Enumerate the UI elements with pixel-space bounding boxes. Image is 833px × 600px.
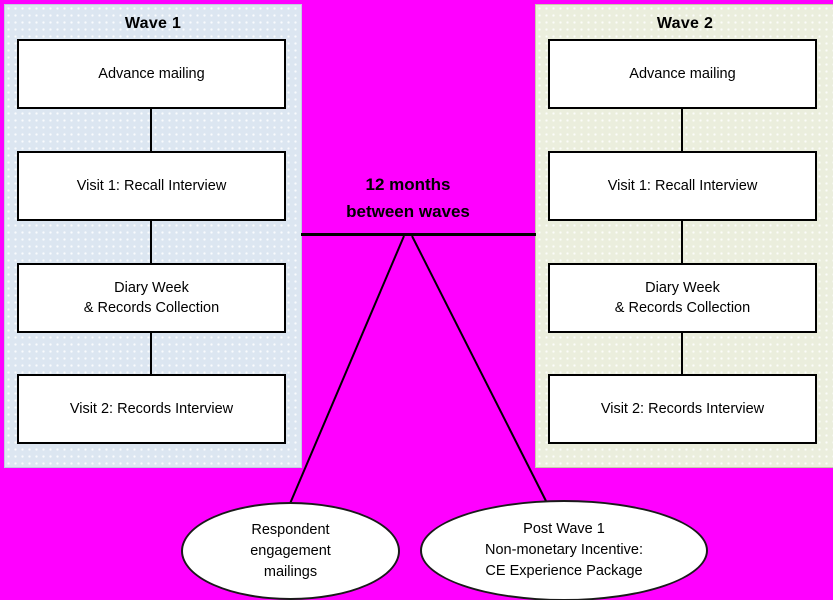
- timeline-bar: [301, 233, 536, 236]
- respondent-engagement-mailings-ellipse: Respondent engagement mailings: [181, 502, 400, 600]
- months-between-waves-label: 12 months between waves: [346, 175, 470, 221]
- connector-line: [150, 221, 152, 263]
- wave2-step-advance-mailing: Advance mailing: [548, 39, 817, 109]
- connector-line: [150, 333, 152, 374]
- wave1-panel: Wave 1 Advance mailing Visit 1: Recall I…: [4, 4, 302, 468]
- wave2-title: Wave 2: [656, 15, 714, 32]
- wave2-step-visit2-records-interview: Visit 2: Records Interview: [548, 374, 817, 444]
- wave2-panel: Wave 2 Advance mailing Visit 1: Recall I…: [535, 4, 833, 468]
- callout-line-left: [288, 235, 405, 507]
- connector-line: [681, 333, 683, 374]
- connector-line: [681, 221, 683, 263]
- wave2-step-visit1-recall-interview: Visit 1: Recall Interview: [548, 151, 817, 221]
- wave1-step-visit2-records-interview: Visit 2: Records Interview: [17, 374, 286, 444]
- callout-line-right: [411, 235, 548, 504]
- wave1-step-advance-mailing: Advance mailing: [17, 39, 286, 109]
- connector-line: [150, 109, 152, 151]
- connector-line: [681, 109, 683, 151]
- wave1-step-visit1-recall-interview: Visit 1: Recall Interview: [17, 151, 286, 221]
- post-wave1-incentive-ellipse: Post Wave 1 Non-monetary Incentive: CE E…: [420, 500, 708, 600]
- wave1-title: Wave 1: [124, 15, 182, 32]
- wave2-step-diary-week-records-collection: Diary Week & Records Collection: [548, 263, 817, 333]
- wave1-step-diary-week-records-collection: Diary Week & Records Collection: [17, 263, 286, 333]
